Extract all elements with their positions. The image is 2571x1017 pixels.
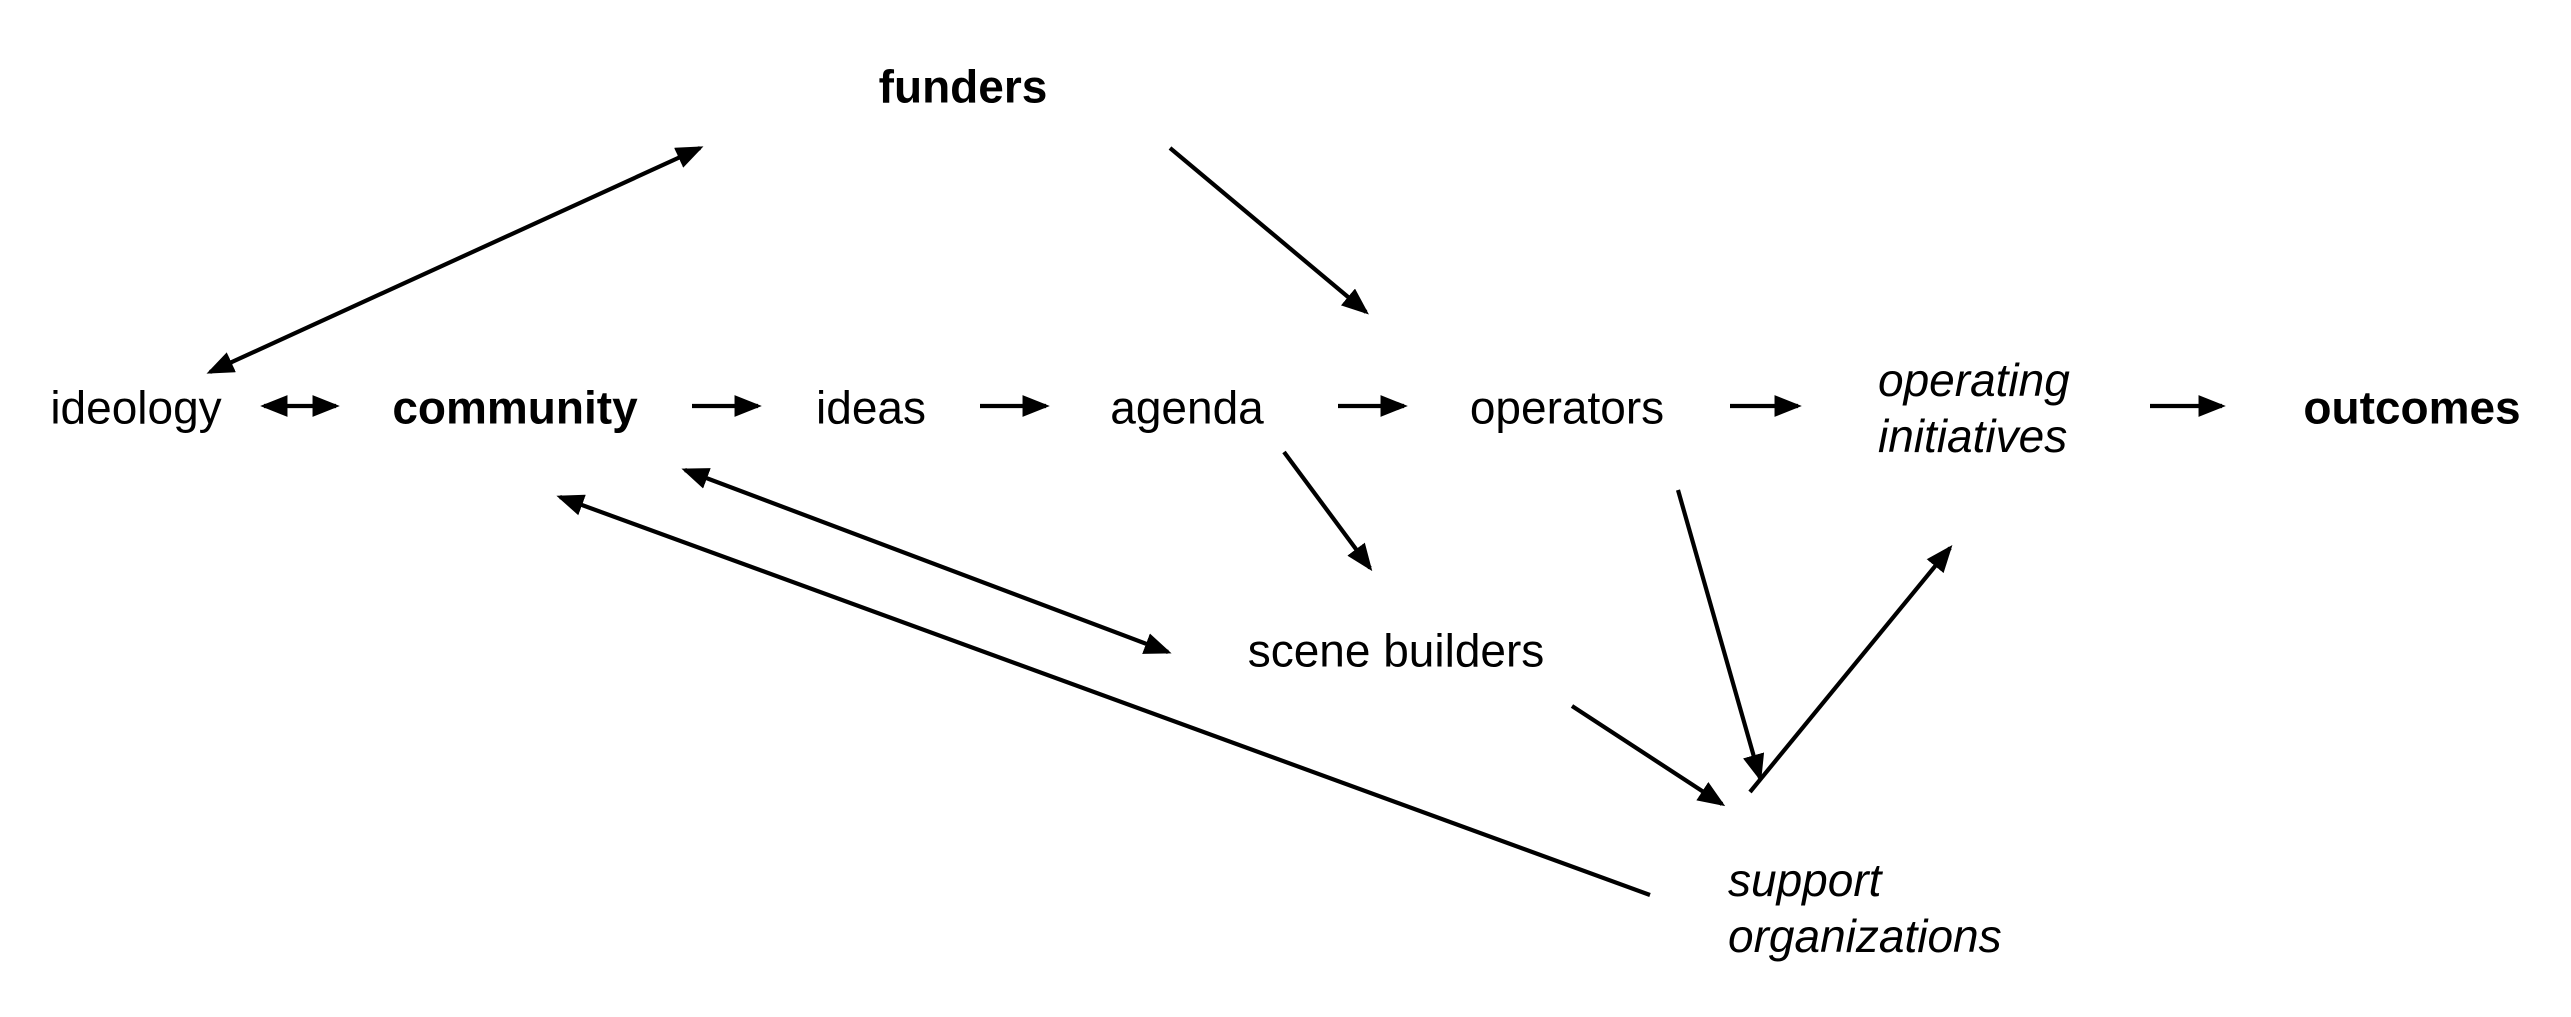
node-support-organizations-line2: organizations	[1728, 910, 2002, 962]
arrow-support-organizations-community	[556, 494, 1651, 897]
node-operators: operators	[1469, 381, 1665, 434]
arrow-agenda-scene-builders	[1282, 450, 1373, 572]
node-ideology: ideology	[50, 381, 222, 434]
node-support-organizations: support organizations	[1728, 852, 2002, 964]
arrow-support-organizations-operating-initiatives	[1748, 545, 1953, 794]
node-operating-initiatives-line1: operating	[1878, 354, 2070, 406]
node-operating-initiatives-line2: initiatives	[1878, 410, 2068, 462]
node-outcomes: outcomes	[2303, 381, 2521, 434]
node-ideas: ideas	[816, 381, 926, 434]
arrow-operators-support-organizations	[1675, 489, 1765, 782]
arrow-community-scene-builders	[681, 468, 1172, 654]
node-agenda: agenda	[1110, 381, 1264, 434]
arrow-community-funders	[206, 146, 704, 374]
node-funders: funders	[878, 60, 1048, 113]
arrow-scene-builders-support-organizations	[1570, 704, 1726, 807]
arrow-funders-operators	[1168, 146, 1369, 315]
node-community: community	[392, 381, 638, 434]
node-support-organizations-line1: support	[1728, 854, 1882, 906]
node-operating-initiatives: operating initiatives	[1878, 352, 2070, 464]
node-scene-builders: scene builders	[1247, 624, 1545, 677]
